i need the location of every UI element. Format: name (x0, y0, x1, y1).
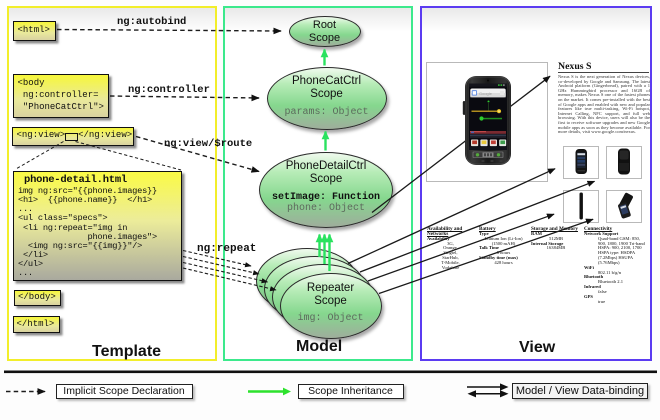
svg-text:Google: Google (479, 91, 493, 96)
